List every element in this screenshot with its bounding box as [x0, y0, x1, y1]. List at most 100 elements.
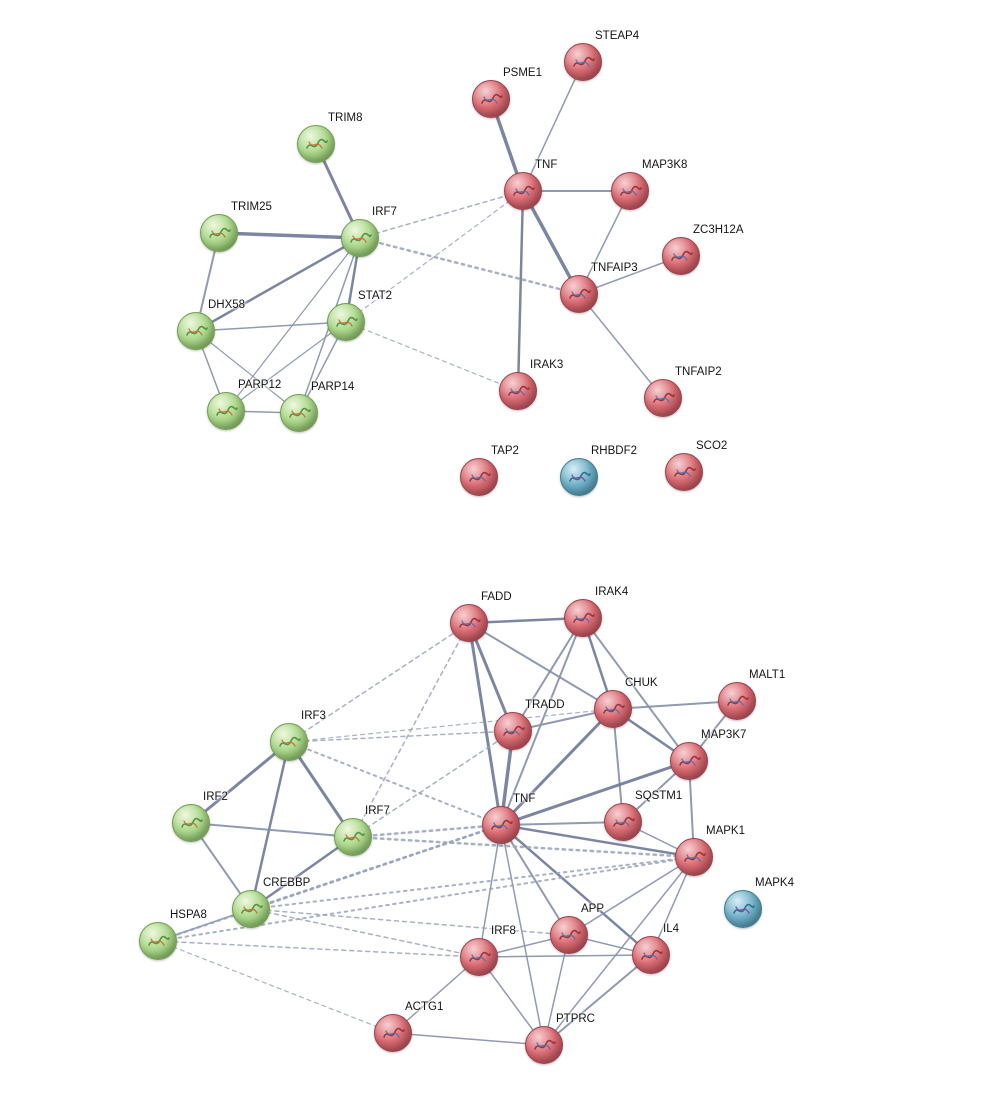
node-top-TRIM8[interactable]	[297, 125, 335, 163]
edge-bottom-TNF-IRF8[interactable]	[478, 824, 502, 958]
edge-bottom-ACTG1-PTPRC[interactable]	[392, 1032, 545, 1046]
edge-top-TRIM25-IRF7[interactable]	[217, 231, 362, 240]
edge-bottom-CREBBP-APP[interactable]	[250, 908, 570, 936]
edge-bottom-HSPA8-TNF[interactable]	[156, 823, 503, 943]
edge-bottom-FADD-TNF[interactable]	[467, 621, 503, 827]
node-top-TRIM25[interactable]	[200, 214, 238, 252]
node-bottom-HSPA8[interactable]	[139, 922, 177, 960]
edge-bottom-IRF3-TRADD[interactable]	[288, 730, 514, 743]
edge-bottom-CHUK-MALT1[interactable]	[612, 700, 738, 710]
edge-bottom-IRAK4-TNF[interactable]	[500, 617, 584, 826]
node-bottom-MAPK4[interactable]	[724, 890, 762, 928]
node-top-TAP2[interactable]	[460, 458, 498, 496]
edge-bottom-IRF3-CREBBP[interactable]	[249, 740, 291, 911]
node-top-PSME1[interactable]	[472, 80, 510, 118]
edge-top-STAT2-IRAK3[interactable]	[345, 321, 519, 392]
node-top-TNF[interactable]	[504, 172, 542, 210]
protein-structure-icon	[508, 385, 530, 396]
protein-structure-icon	[671, 250, 693, 261]
edge-top-STAT2-TNF[interactable]	[345, 190, 524, 323]
protein-structure-icon	[573, 56, 595, 67]
edge-bottom-IRF7-FADD[interactable]	[352, 622, 470, 838]
edge-bottom-MAPK1-PTPRC[interactable]	[543, 856, 695, 1046]
edge-bottom-IL4-PTPRC[interactable]	[543, 954, 652, 1046]
edge-bottom-HSPA8-IRF8[interactable]	[157, 940, 480, 958]
node-bottom-PTPRC[interactable]	[525, 1026, 563, 1064]
edge-bottom-IRF3-TNF[interactable]	[288, 741, 502, 826]
node-top-DHX58[interactable]	[177, 312, 215, 350]
protein-structure-icon	[603, 703, 625, 714]
edge-top-TNF-IRAK3[interactable]	[516, 189, 525, 393]
node-bottom-CHUK[interactable]	[594, 690, 632, 728]
edge-bottom-MAPK1-APP[interactable]	[568, 856, 695, 936]
node-top-IRAK3[interactable]	[499, 372, 537, 410]
edge-bottom-IRF7-MAPK1[interactable]	[351, 835, 696, 859]
protein-structure-icon	[209, 227, 231, 238]
edge-bottom-IRF7-TRADD[interactable]	[352, 730, 514, 838]
node-top-STAT2[interactable]	[327, 303, 365, 341]
node-bottom-FADD[interactable]	[450, 604, 488, 642]
edge-top-TNFAIP3-TNFAIP2[interactable]	[578, 293, 664, 399]
protein-structure-icon	[289, 407, 311, 418]
node-top-PARP14[interactable]	[280, 394, 318, 432]
node-bottom-SQSTM1[interactable]	[604, 803, 642, 841]
edge-bottom-IRF3-IRF2[interactable]	[189, 740, 291, 825]
edge-top-TNF-STEAP4[interactable]	[522, 61, 584, 192]
edge-bottom-FADD-CHUK[interactable]	[468, 622, 614, 710]
node-bottom-TRADD[interactable]	[494, 712, 532, 750]
edge-bottom-IRF2-IRF7[interactable]	[190, 822, 354, 838]
node-bottom-IRF3[interactable]	[270, 723, 308, 761]
node-top-STEAP4[interactable]	[564, 43, 602, 81]
protein-structure-icon	[241, 903, 263, 914]
node-top-TNFAIP2[interactable]	[644, 379, 682, 417]
edge-top-DHX58-PARP14[interactable]	[195, 330, 300, 414]
node-bottom-IL4[interactable]	[632, 936, 670, 974]
protein-structure-icon	[181, 817, 203, 828]
edge-bottom-IRF7-CREBBP[interactable]	[249, 835, 355, 911]
node-top-TNFAIP3[interactable]	[560, 275, 598, 313]
edge-bottom-TNF-SQSTM1[interactable]	[500, 821, 624, 826]
edge-top-STAT2-PARP12[interactable]	[225, 321, 347, 412]
edge-bottom-HSPA8-ACTG1[interactable]	[157, 940, 394, 1034]
node-top-RHBDF2[interactable]	[560, 458, 598, 496]
edge-bottom-IL4-IRF8[interactable]	[478, 954, 652, 958]
edge-bottom-IRF3-CHUK[interactable]	[288, 708, 614, 743]
edge-bottom-TNF-PTPRC[interactable]	[500, 824, 545, 1046]
edge-bottom-TNF-MAPK1[interactable]	[499, 823, 696, 859]
protein-structure-icon	[469, 471, 491, 482]
node-bottom-ACTG1[interactable]	[374, 1014, 412, 1052]
node-bottom-MAP3K7[interactable]	[670, 742, 708, 780]
node-top-PARP12[interactable]	[207, 392, 245, 430]
node-top-MAP3K8[interactable]	[611, 172, 649, 210]
edge-top-IRF7-TNF[interactable]	[359, 190, 524, 239]
node-bottom-MALT1[interactable]	[718, 682, 756, 720]
node-bottom-IRAK4[interactable]	[564, 599, 602, 637]
node-top-ZC3H12A[interactable]	[662, 237, 700, 275]
node-bottom-APP[interactable]	[550, 916, 588, 954]
edge-bottom-CHUK-TNF[interactable]	[499, 707, 615, 827]
edge-bottom-TNF-IL4[interactable]	[499, 823, 653, 957]
edge-bottom-IRF7-TNF[interactable]	[351, 823, 503, 839]
node-bottom-IRF2[interactable]	[172, 804, 210, 842]
node-bottom-IRF7[interactable]	[334, 818, 372, 856]
edge-bottom-CREBBP-IRF8[interactable]	[250, 908, 480, 958]
edge-bottom-IRAK4-TRADD[interactable]	[512, 617, 584, 732]
edge-bottom-IRF3-FADD[interactable]	[288, 622, 470, 743]
node-top-SCO2[interactable]	[665, 453, 703, 491]
edge-bottom-IRAK4-MAP3K7[interactable]	[582, 617, 690, 762]
edge-top-IRF7-TNFAIP3[interactable]	[358, 236, 581, 296]
node-bottom-MAPK1[interactable]	[675, 838, 713, 876]
protein-structure-icon	[684, 851, 706, 862]
edge-bottom-CREBBP-MAPK1[interactable]	[250, 856, 695, 910]
protein-structure-icon	[573, 612, 595, 623]
edge-bottom-MAP3K7-TNF[interactable]	[499, 759, 691, 827]
edge-bottom-TNF-APP[interactable]	[500, 824, 570, 936]
node-bottom-CREBBP[interactable]	[232, 890, 270, 928]
edge-top-IRF7-DHX58[interactable]	[194, 236, 362, 333]
edge-top-DHX58-STAT2[interactable]	[195, 321, 347, 332]
node-bottom-IRF8[interactable]	[460, 938, 498, 976]
node-bottom-TNF[interactable]	[482, 806, 520, 844]
protein-structure-icon	[503, 725, 525, 736]
node-top-IRF7[interactable]	[341, 219, 379, 257]
protein-structure-icon	[569, 471, 591, 482]
